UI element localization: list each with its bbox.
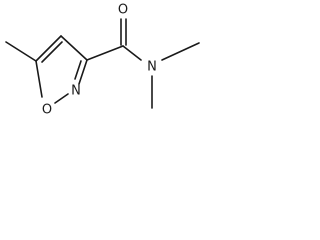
bond-c3-n2 [78,59,88,85]
atom-label-amide-nitrogen: N [147,60,157,75]
bond-n-methyl-up [161,42,200,61]
bond-carbonyl-n [122,45,142,61]
bond-c3-n2-inner [74,60,82,80]
atom-label-ring-nitrogen: N [71,84,81,99]
bond-n2-o1 [54,93,69,104]
atom-label-ketone-oxygen: O [118,3,128,18]
bond-o1-c5 [35,60,43,98]
structure-diagram: O N N O [0,0,214,126]
bond-c5-c4 [35,35,62,62]
molecule-svg: O N N O [5,3,200,118]
bond-methyl-c5 [5,41,37,62]
bond-c4-c3 [60,35,88,61]
bond-c3-carbonyl [86,45,124,61]
atom-label-ring-oxygen: O [42,103,52,118]
bond-c5-c4-inner [41,41,63,63]
